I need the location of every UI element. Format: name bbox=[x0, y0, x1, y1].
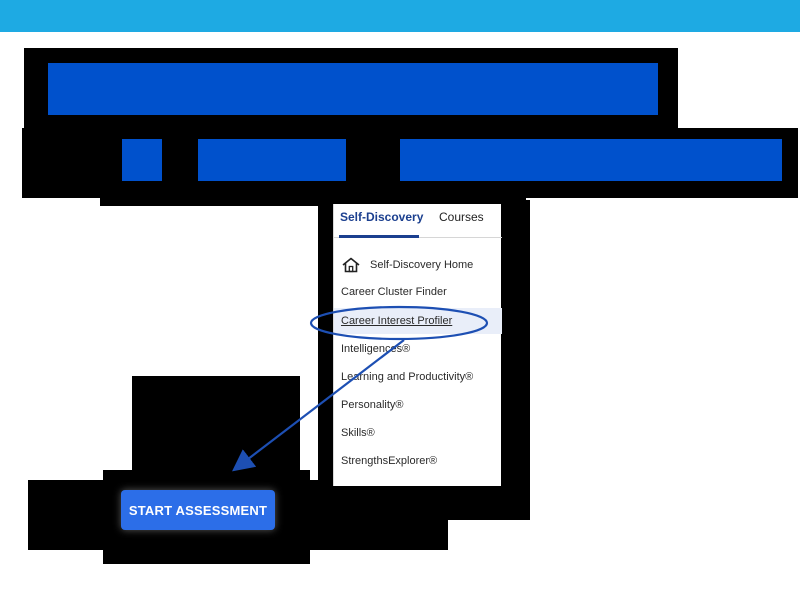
menu-item-label: Self-Discovery Home bbox=[370, 259, 474, 271]
menu-item-label: Personality® bbox=[341, 399, 404, 411]
menu-item-self-discovery-home[interactable]: Self-Discovery Home bbox=[334, 252, 502, 278]
menu-item-learning-and-productivity[interactable]: Learning and Productivity® bbox=[334, 364, 502, 390]
tab-self-discovery[interactable]: Self-Discovery bbox=[340, 210, 424, 224]
subtitle-blue-bar-3 bbox=[400, 139, 782, 181]
menu-item-strengths-explorer[interactable]: StrengthsExplorer® bbox=[334, 448, 502, 474]
menu-item-personality[interactable]: Personality® bbox=[334, 392, 502, 418]
menu-item-label: Skills® bbox=[341, 427, 375, 439]
tab-courses[interactable]: Courses bbox=[439, 210, 484, 224]
active-tab-underline bbox=[339, 235, 419, 238]
button-area-block-upper bbox=[132, 376, 300, 470]
subtitle-redaction-block-lower bbox=[100, 190, 526, 206]
menu-item-career-interest-profiler[interactable]: Career Interest Profiler bbox=[334, 308, 502, 334]
top-band bbox=[0, 0, 800, 32]
home-icon bbox=[342, 257, 360, 273]
subtitle-blue-bar-1 bbox=[122, 139, 162, 181]
menu-item-career-cluster-finder[interactable]: Career Cluster Finder bbox=[334, 279, 502, 305]
menu-left-shadow bbox=[318, 200, 334, 490]
menu-item-label: Intelligences® bbox=[341, 343, 411, 355]
menu-right-shadow bbox=[500, 200, 530, 490]
subtitle-blue-bar-2 bbox=[198, 139, 346, 181]
menu-item-label: Learning and Productivity® bbox=[341, 371, 474, 383]
menu-item-label: Career Interest Profiler bbox=[341, 315, 453, 327]
self-discovery-menu-panel: Self-Discovery Courses Self-Discovery Ho… bbox=[333, 204, 502, 486]
start-assessment-button[interactable]: START ASSESSMENT bbox=[121, 490, 275, 530]
menu-item-intelligences[interactable]: Intelligences® bbox=[334, 336, 502, 362]
menu-item-label: StrengthsExplorer® bbox=[341, 455, 438, 467]
menu-item-label: Career Cluster Finder bbox=[341, 286, 447, 298]
title-blue-bar bbox=[48, 63, 658, 115]
menu-item-skills[interactable]: Skills® bbox=[334, 420, 502, 446]
menu-tabs: Self-Discovery Courses bbox=[334, 204, 502, 238]
